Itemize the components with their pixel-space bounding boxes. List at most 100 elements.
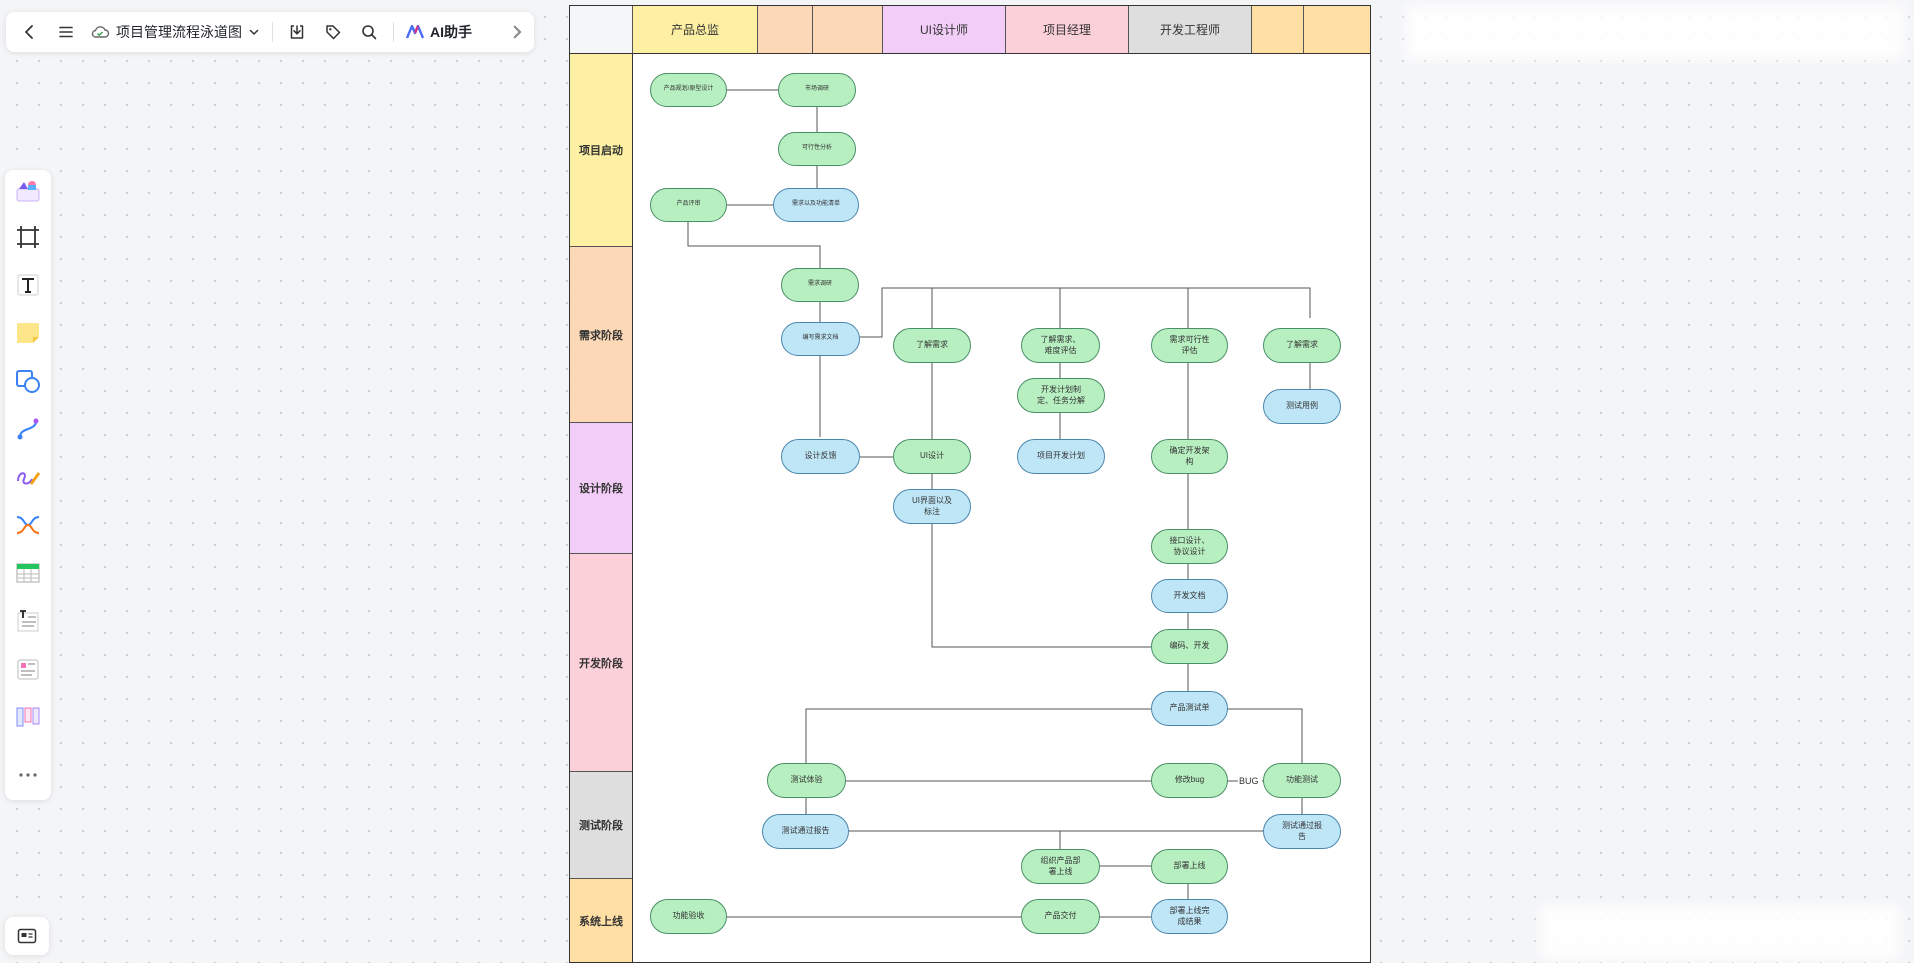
- phase-label: 需求阶段: [579, 329, 623, 342]
- flow-node-ui-spec[interactable]: UI界面以及 标注: [893, 489, 971, 524]
- phase-header-project-start[interactable]: 项目启动: [570, 54, 633, 247]
- flow-node-fix-bug[interactable]: 修改bug: [1151, 763, 1228, 798]
- flow-node-ui-test-report[interactable]: 测试通过报告: [762, 814, 849, 849]
- flow-node-dev-document[interactable]: 开发文档: [1151, 579, 1228, 613]
- flow-node-product-review[interactable]: 产品评审: [650, 188, 727, 222]
- flow-node-test-pass-report[interactable]: 测试通过报 告: [1263, 814, 1341, 849]
- phase-label: 开发阶段: [579, 657, 623, 670]
- text-tool[interactable]: [13, 270, 43, 300]
- back-button[interactable]: [12, 16, 48, 48]
- flow-node-deployment-result[interactable]: 部署上线完 成结果: [1151, 899, 1228, 934]
- text-block-tool[interactable]: [13, 606, 43, 636]
- frame-tool-icon: [17, 226, 39, 248]
- left-tool-sidebar: [5, 170, 51, 800]
- sticky-note-tool[interactable]: [13, 318, 43, 348]
- flow-node-deploy-online[interactable]: 部署上线: [1151, 849, 1228, 884]
- shape-tool-icon: [16, 370, 40, 393]
- tag-button[interactable]: [315, 16, 351, 48]
- flow-node-dev-plan-task-breakdown[interactable]: 开发计划制 定、任务分解: [1017, 378, 1105, 413]
- flow-node-product-delivery[interactable]: 产品交付: [1021, 899, 1100, 934]
- download-button[interactable]: [279, 16, 315, 48]
- download-icon: [290, 25, 304, 39]
- lane-header-product-director[interactable]: 产品总监: [633, 6, 758, 54]
- flow-node-project-dev-plan[interactable]: 项目开发计划: [1017, 439, 1105, 474]
- phase-header-requirements[interactable]: 需求阶段: [570, 247, 633, 423]
- cloud-sync-icon: [91, 26, 110, 38]
- phase-header-launch[interactable]: 系统上线: [570, 879, 633, 962]
- flow-node-ui-understand-requirement[interactable]: 了解需求: [893, 328, 971, 363]
- pen-tool[interactable]: [13, 462, 43, 492]
- flow-node-product-planning[interactable]: 产品规划/原型设计: [650, 73, 727, 107]
- phase-header-development[interactable]: 开发阶段: [570, 554, 633, 772]
- flow-node-test-understand-requirement[interactable]: 了解需求: [1263, 328, 1341, 363]
- mind-map-tool[interactable]: [13, 510, 43, 540]
- flow-node-write-requirement-doc[interactable]: 编写需求文档: [781, 322, 860, 356]
- lane-header-developer[interactable]: 开发工程师: [1129, 6, 1252, 54]
- flow-node-feasibility-analysis[interactable]: 可行性分析: [778, 132, 856, 166]
- flow-node-design-feedback[interactable]: 设计反馈: [781, 439, 860, 474]
- flow-node-acceptance[interactable]: 功能验收: [650, 899, 727, 934]
- flow-node-test-cases[interactable]: 测试用例: [1263, 389, 1341, 424]
- flow-node-interface-protocol-design[interactable]: 接口设计、 协议设计: [1151, 529, 1228, 564]
- lane-header-blank[interactable]: [813, 6, 883, 54]
- flow-node-pm-requirement-assessment[interactable]: 了解需求、 难度评估: [1021, 328, 1100, 363]
- top-toolbar: 项目管理流程泳道图 AI助手: [6, 12, 534, 52]
- card-tool[interactable]: [13, 654, 43, 684]
- mind-map-tool-icon: [16, 516, 40, 534]
- table-tool-icon: [16, 563, 40, 583]
- tag-icon: [326, 25, 341, 40]
- toolbar-divider: [272, 22, 273, 42]
- phase-header-design[interactable]: 设计阶段: [570, 423, 633, 554]
- lane-header-label: 项目经理: [1042, 23, 1091, 37]
- shape-tool[interactable]: [13, 366, 43, 396]
- lane-header-project-manager[interactable]: 项目经理: [1006, 6, 1129, 54]
- lane-header-blank[interactable]: [1304, 6, 1370, 54]
- flow-node-coding[interactable]: 编码、开发: [1151, 629, 1228, 664]
- lane-header-blank[interactable]: [758, 6, 813, 54]
- menu-icon: [59, 26, 73, 38]
- kanban-tool-icon: [16, 707, 40, 727]
- phase-header-testing[interactable]: 测试阶段: [570, 772, 633, 879]
- connector-tool[interactable]: [13, 414, 43, 444]
- flow-node-market-research[interactable]: 市场调研: [778, 73, 856, 107]
- text-block-tool-icon: [17, 610, 39, 632]
- template-tool-icon: [16, 181, 40, 202]
- phase-label: 测试阶段: [579, 820, 623, 832]
- expand-toolbar-button[interactable]: [506, 16, 528, 48]
- flow-node-functional-test[interactable]: 功能测试: [1263, 763, 1341, 798]
- table-tool[interactable]: [13, 558, 43, 588]
- flow-node-ui-design[interactable]: UI设计: [893, 439, 971, 474]
- phase-label: 项目启动: [579, 145, 623, 157]
- minimap-button[interactable]: [5, 917, 49, 955]
- document-title: 项目管理流程泳道图: [116, 24, 242, 40]
- lane-header-ui-designer[interactable]: UI设计师: [883, 6, 1006, 54]
- more-icon: [19, 773, 37, 777]
- search-button[interactable]: [351, 16, 387, 48]
- chevron-down-icon: [249, 29, 259, 36]
- lane-header-product-director[interactable]: [570, 6, 633, 54]
- flow-node-test-experience[interactable]: 测试体验: [767, 763, 846, 798]
- flow-node-requirement-research[interactable]: 需求调研: [781, 268, 859, 302]
- template-tool[interactable]: [13, 176, 43, 206]
- card-tool-icon: [17, 659, 39, 680]
- flow-node-dev-architecture[interactable]: 确定开发架 构: [1151, 439, 1228, 474]
- blurred-panel: [1405, 5, 1905, 60]
- minimap-icon: [17, 928, 37, 944]
- flow-node-requirement-list[interactable]: 需求以及功能清单: [773, 188, 859, 222]
- kanban-tool[interactable]: [13, 702, 43, 732]
- ai-assistant-button[interactable]: AI助手: [400, 16, 478, 48]
- pen-tool-icon: [17, 472, 40, 485]
- menu-button[interactable]: [48, 16, 84, 48]
- flow-node-dev-feasibility-assessment[interactable]: 需求可行性 评估: [1151, 328, 1228, 363]
- sticky-note-tool-icon: [17, 323, 39, 343]
- lane-header-label: UI设计师: [919, 23, 968, 37]
- frame-tool[interactable]: [13, 222, 43, 252]
- lane-header-label: 开发工程师: [1159, 23, 1220, 37]
- more-tools-button[interactable]: [13, 760, 43, 790]
- lane-header-blank[interactable]: [1252, 6, 1304, 54]
- flow-node-organize-deployment[interactable]: 组织产品部 署上线: [1021, 849, 1100, 884]
- flow-node-product-test-sheet[interactable]: 产品测试单: [1151, 691, 1228, 726]
- search-icon: [362, 25, 377, 40]
- swimlane-diagram[interactable]: 产品总监 UI设计师 项目经理 开发工程师 项目启动 需求阶段 设计阶段 开发阶…: [569, 5, 1371, 963]
- document-title-dropdown[interactable]: 项目管理流程泳道图: [84, 16, 266, 48]
